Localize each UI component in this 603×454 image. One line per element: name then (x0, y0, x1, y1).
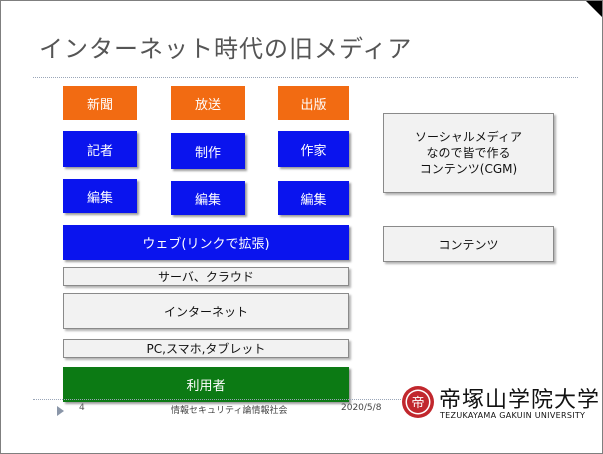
box-author: 作家 (278, 131, 349, 167)
box-editing-3: 編集 (278, 181, 349, 215)
page-number: 4 (79, 403, 85, 413)
box-server-cloud: サーバ、クラウド (63, 267, 349, 286)
box-internet: インターネット (63, 293, 349, 329)
university-seal-icon: 帝 (402, 386, 434, 418)
box-users: 利用者 (63, 367, 349, 402)
footer-date: 2020/5/8 (341, 403, 382, 413)
slide-title: インターネット時代の旧メディア (39, 35, 413, 63)
footer-course-title: 情報セキュリティ論情報社会 (171, 406, 288, 416)
box-reporter: 記者 (63, 131, 137, 167)
footer-divider (33, 399, 401, 400)
box-editing-1: 編集 (63, 179, 137, 213)
box-devices: PC,スマホ,タブレット (63, 339, 349, 358)
box-contents: コンテンツ (383, 226, 554, 262)
box-newspaper: 新聞 (63, 86, 137, 120)
cgm-line-3: コンテンツ(CGM) (419, 162, 518, 176)
box-web: ウェブ(リンクで拡張) (63, 225, 349, 260)
box-social-media-cgm: ソーシャルメディア なので皆で作る コンテンツ(CGM) (383, 113, 554, 193)
cgm-line-2: なので皆で作る (426, 146, 511, 160)
university-subtitle: TEZUKAYAMA GAKUIN UNIVERSITY (440, 411, 586, 420)
seal-character: 帝 (411, 395, 424, 411)
cgm-line-1: ソーシャルメディア (415, 130, 522, 144)
box-broadcast: 放送 (171, 86, 245, 120)
title-divider (33, 77, 578, 78)
box-production: 制作 (171, 133, 245, 169)
box-publishing: 出版 (278, 86, 349, 120)
footer-triangle-icon (57, 406, 64, 416)
university-name: 帝塚山学院大学 (439, 388, 601, 413)
box-editing-2: 編集 (171, 181, 245, 215)
corner-marker (586, 1, 602, 17)
